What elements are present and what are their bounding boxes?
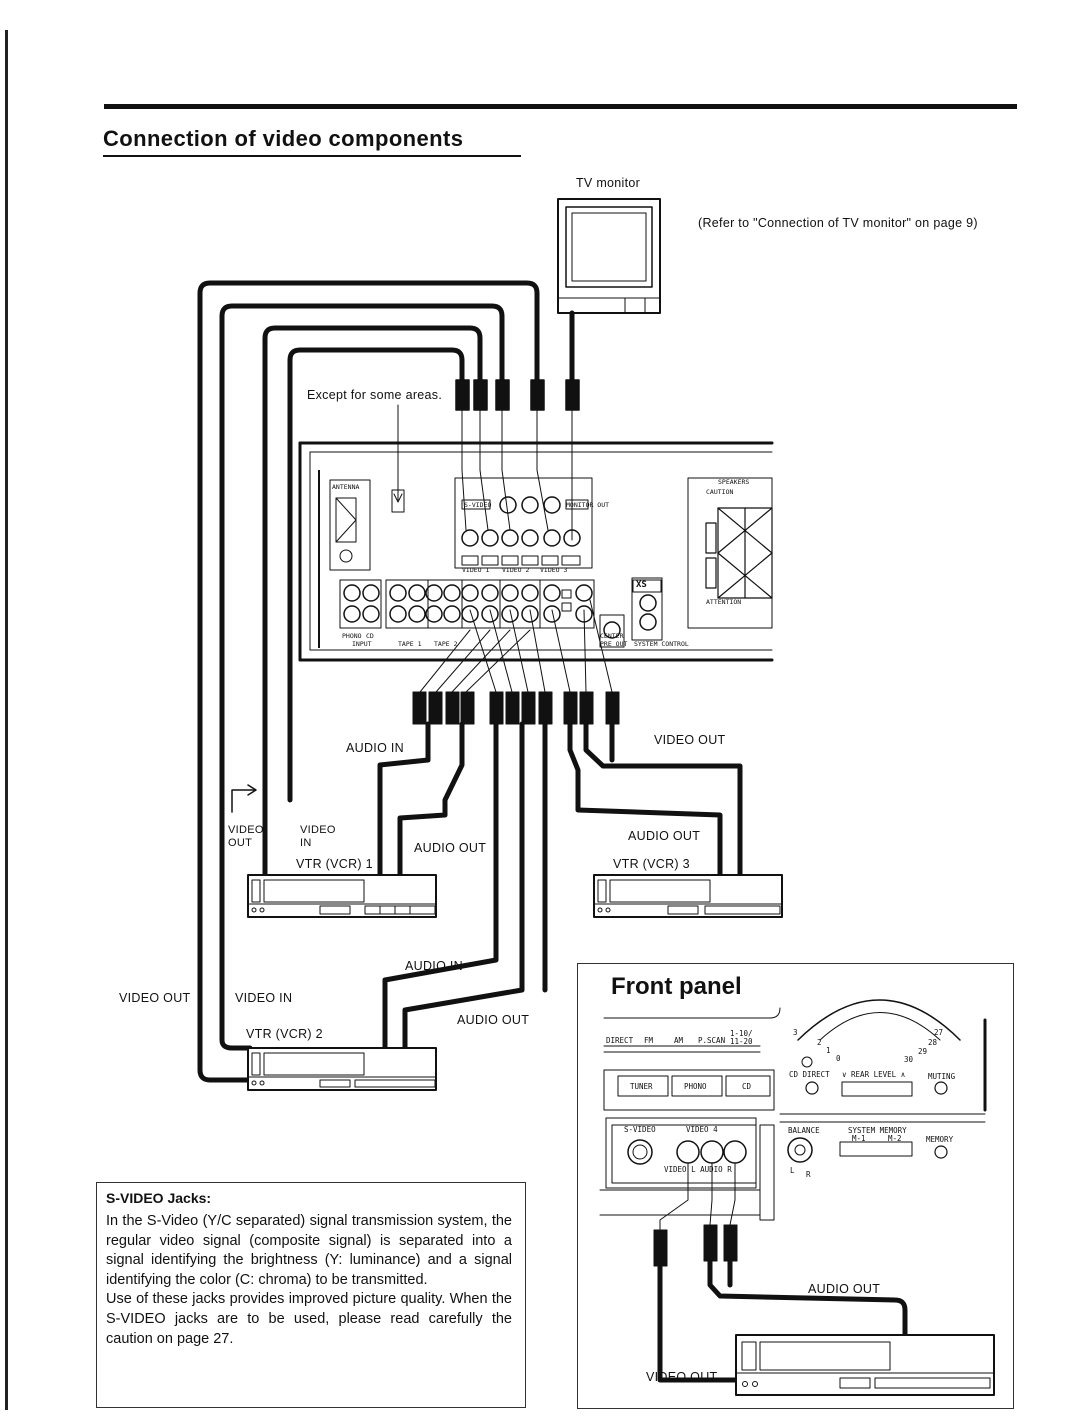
vcr2-video-in-label: VIDEO IN: [235, 991, 293, 1005]
fp-dial-27: 27: [934, 1028, 944, 1037]
fp-fm: FM: [644, 1036, 654, 1045]
vcr2: [247, 1047, 437, 1091]
video-out-label: VIDEO OUT: [654, 733, 726, 747]
title-underline: [103, 155, 521, 157]
svideo-note-box: [96, 1182, 526, 1408]
tv-monitor: [557, 198, 661, 314]
video3-text: VIDEO 3: [540, 566, 568, 574]
section-rule: [104, 104, 1017, 109]
s-video-text: S-VIDEO: [464, 501, 492, 509]
fp-video-l-audio-r: VIDEO L AUDIO R: [664, 1165, 732, 1174]
top-plugs: [455, 379, 580, 411]
fp-dial-0: 0: [836, 1054, 841, 1063]
monitor-out-text: MONITOR OUT: [566, 501, 610, 509]
pre-out-text: PRE OUT: [600, 640, 628, 648]
vcr1: [247, 874, 437, 918]
vcr3: [593, 874, 783, 918]
speakers-text: SPEAKERS: [718, 478, 750, 486]
antenna-text: ANTENNA: [332, 483, 360, 491]
fp-balance: BALANCE: [788, 1126, 820, 1135]
bottom-plugs: [412, 691, 620, 725]
fp-dial-1: 1: [826, 1046, 831, 1055]
svideo-note-body: In the S-Video (Y/C separated) signal tr…: [106, 1212, 512, 1349]
fp-dial-3: 3: [793, 1028, 798, 1037]
svideo-note-title: S-VIDEO Jacks:: [106, 1190, 212, 1206]
fp-range: 1-10/ 11-20: [730, 1029, 753, 1046]
fp-r: R: [806, 1170, 811, 1179]
fp-dial-30: 30: [904, 1055, 914, 1064]
vcr1-video-in-label-a: VIDEO: [300, 824, 336, 836]
fp-cd-direct: CD DIRECT: [789, 1070, 830, 1079]
center-text: CENTER: [600, 632, 624, 640]
svideo-para-2: Use of these jacks provides improved pic…: [106, 1291, 512, 1347]
fp-pscan: P.SCAN: [698, 1036, 726, 1045]
video1-text: VIDEO 1: [462, 566, 490, 574]
fp-l: L: [790, 1166, 795, 1175]
fp-m1: M-1: [852, 1134, 866, 1143]
fp-dial-2: 2: [817, 1038, 822, 1047]
caution-text: CAUTION: [706, 488, 734, 496]
vcr3-audio-out-label: AUDIO OUT: [628, 829, 701, 843]
fp-system-memory: SYSTEM MEMORY: [848, 1126, 907, 1135]
except-areas-label: Except for some areas.: [307, 388, 443, 402]
svideo-para-1: In the S-Video (Y/C separated) signal tr…: [106, 1213, 512, 1288]
front-panel-title: Front panel: [611, 973, 742, 1000]
audio-in-label: AUDIO IN: [346, 741, 404, 755]
system-control-text: SYSTEM CONTROL: [634, 640, 689, 648]
fp-muting: MUTING: [928, 1072, 956, 1081]
fp-s-video: S-VIDEO: [624, 1125, 656, 1134]
fp-direct: DIRECT: [606, 1036, 634, 1045]
fp-phono-button: PHONO: [684, 1082, 707, 1091]
vcr1-video-in-label-b: IN: [300, 837, 312, 849]
cd-text: CD: [366, 632, 374, 640]
vcr3-label: VTR (VCR) 3: [613, 857, 690, 871]
phono-text: PHONO: [342, 632, 362, 640]
fp-dial-28: 28: [928, 1038, 938, 1047]
fp-memory: MEMORY: [926, 1135, 954, 1144]
fp-video-out-label: VIDEO OUT: [646, 1370, 718, 1384]
vcr1-video-out-label-b: OUT: [228, 837, 253, 849]
fp-rear-level: ∨ REAR LEVEL ∧: [842, 1070, 906, 1079]
refer-note: (Refer to "Connection of TV monitor" on …: [698, 216, 978, 230]
fp-m2: M-2: [888, 1134, 902, 1143]
tv-monitor-label: TV monitor: [576, 176, 641, 190]
fp-audio-out-label: AUDIO OUT: [808, 1282, 881, 1296]
tape1-text: TAPE 1: [398, 640, 422, 648]
tape2-text: TAPE 2: [434, 640, 458, 648]
receiver-back-panel: [298, 441, 774, 662]
page-title: Connection of video components: [103, 126, 464, 151]
video2-text: VIDEO 2: [502, 566, 530, 574]
vcr2-audio-out-label: AUDIO OUT: [457, 1013, 530, 1027]
vcr2-audio-in-label: AUDIO IN: [405, 959, 463, 973]
vcr1-audio-out-label: AUDIO OUT: [414, 841, 487, 855]
vcr1-video-out-label-a: VIDEO: [228, 824, 264, 836]
fp-dial-29: 29: [918, 1047, 928, 1056]
xs-text: XS: [636, 580, 647, 590]
input-text: INPUT: [352, 640, 372, 648]
left-binding-rule: [5, 30, 8, 1410]
fp-tuner-button: TUNER: [630, 1082, 653, 1091]
front-panel-drawing: [599, 999, 995, 1396]
attention-text: ATTENTION: [706, 598, 742, 606]
front-panel-box: [577, 963, 1014, 1409]
fp-video4: VIDEO 4: [686, 1125, 718, 1134]
fp-am: AM: [674, 1036, 684, 1045]
fp-cd-button: CD: [742, 1082, 752, 1091]
vcr2-label: VTR (VCR) 2: [246, 1027, 323, 1041]
vcr1-label: VTR (VCR) 1: [296, 857, 373, 871]
vcr2-video-out-label: VIDEO OUT: [119, 991, 191, 1005]
